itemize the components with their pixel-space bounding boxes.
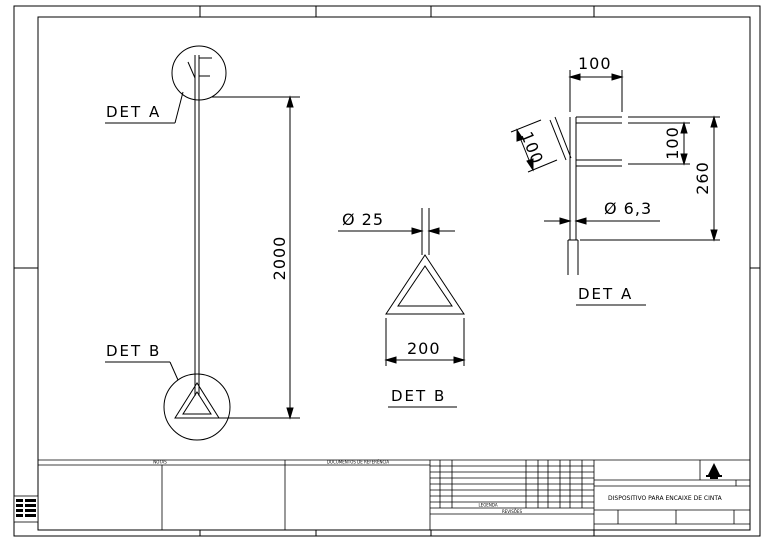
drawing-title: DISPOSITIVO PARA ENCAIXE DE CINTA bbox=[608, 495, 723, 502]
vertical-offset-dimension: 100 bbox=[663, 126, 682, 160]
det-a-view bbox=[510, 70, 720, 306]
base-width-dimension: 200 bbox=[407, 339, 441, 358]
top-width-dimension: 100 bbox=[578, 54, 612, 73]
main-rod-view bbox=[105, 45, 300, 441]
sheet-border bbox=[13, 5, 761, 537]
company-logo bbox=[706, 463, 722, 479]
title-block bbox=[38, 459, 750, 530]
diameter-a-dimension: Ø 6,3 bbox=[604, 199, 652, 218]
margin-stamp bbox=[13, 495, 39, 523]
total-height-dimension: 260 bbox=[693, 161, 712, 195]
det-b-label: DET B bbox=[106, 342, 161, 360]
rod-length-dimension: 2000 bbox=[270, 236, 289, 281]
det-a-title: DET A bbox=[578, 285, 633, 303]
revisions-header: REVISÕES bbox=[502, 509, 522, 514]
det-b-view bbox=[338, 208, 466, 408]
notes-header: NOTAS bbox=[153, 460, 167, 465]
det-b-circle bbox=[163, 373, 231, 441]
branch-length-dimension: 100 bbox=[517, 129, 547, 167]
legend-header: LEGENDA bbox=[478, 503, 497, 508]
reference-docs-header: DOCUMENTOS DE REFERÊNCIA bbox=[327, 460, 390, 465]
det-b-title: DET B bbox=[391, 387, 446, 405]
diameter-b-dimension: Ø 25 bbox=[342, 210, 384, 229]
det-a-label: DET A bbox=[106, 103, 161, 121]
